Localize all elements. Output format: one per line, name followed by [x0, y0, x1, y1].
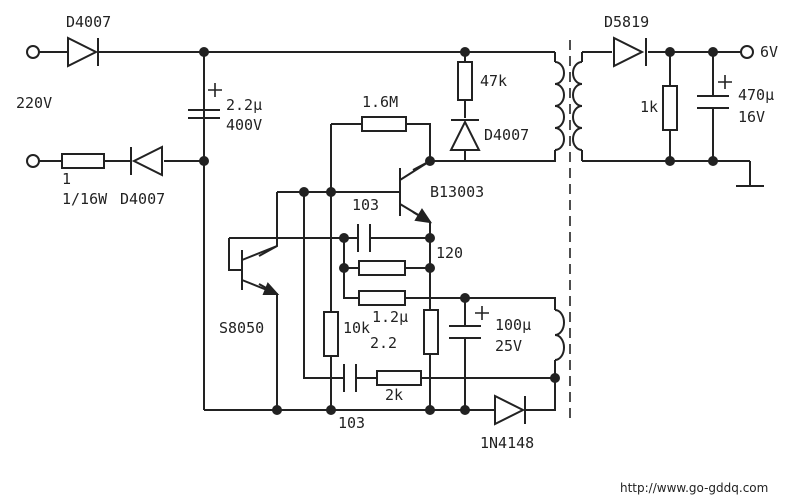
resistors	[61, 61, 678, 386]
label-103b: 103	[338, 414, 365, 432]
cap-2-2	[343, 364, 357, 392]
label-d3: D4007	[484, 126, 529, 144]
resistor-2-2	[423, 309, 439, 355]
label-fuse-r: 1	[62, 170, 71, 188]
label-2k: 2k	[385, 386, 403, 404]
label-q2: S8050	[219, 319, 264, 337]
capacitors	[188, 75, 732, 392]
label-c3-val: 470μ	[738, 86, 774, 104]
label-ac: 220V	[16, 94, 52, 112]
resistor-2k	[376, 370, 422, 386]
primary-winding	[554, 61, 565, 151]
resistor-1-6m	[361, 116, 407, 132]
cap-103a	[357, 224, 371, 252]
label-120: 120	[436, 244, 463, 262]
label-2-2: 2.2	[370, 334, 397, 352]
transformer	[554, 40, 583, 420]
resistor-1-2u	[358, 290, 406, 306]
cap-2-2u	[188, 109, 220, 119]
label-1-6m: 1.6M	[362, 93, 398, 111]
label-fuse-w: 1/16W	[62, 190, 108, 208]
transistor-q1	[399, 160, 433, 224]
label-103a: 103	[352, 196, 379, 214]
feedback-winding	[554, 309, 565, 361]
wires	[39, 51, 764, 411]
diode-d1	[67, 36, 99, 68]
label-d1: D4007	[66, 13, 111, 31]
labels: D4007 220V 2.2μ 400V 1 1/16W D4007 47k D…	[16, 13, 778, 495]
label-1k: 1k	[640, 98, 658, 116]
watermark-url: http://www.go-gddq.com	[620, 481, 768, 495]
label-out: 6V	[760, 43, 778, 61]
cap-470u	[697, 95, 729, 109]
label-c3-v: 16V	[738, 108, 765, 126]
label-q1: B13003	[430, 183, 484, 201]
diode-d5	[613, 36, 647, 68]
diode-d2	[130, 145, 163, 177]
cap-2-2u-plus	[208, 83, 222, 97]
resistor-47k	[457, 61, 473, 101]
cap-100u-plus	[475, 306, 489, 320]
label-47k: 47k	[480, 72, 507, 90]
cap-470u-plus	[718, 75, 732, 89]
resistor-10k	[323, 311, 339, 357]
secondary-winding	[572, 61, 583, 151]
transistor-q2	[241, 245, 280, 295]
ac-terminal-top	[26, 45, 40, 59]
label-d5: D5819	[604, 13, 649, 31]
label-c1-v: 400V	[226, 116, 262, 134]
ac-terminal-bottom	[26, 154, 40, 168]
label-c1-val: 2.2μ	[226, 96, 262, 114]
label-10k: 10k	[343, 319, 370, 337]
fuse-resistor	[61, 153, 105, 169]
label-d2: D4007	[120, 190, 165, 208]
diode-d4	[494, 394, 526, 426]
output-terminal	[740, 45, 754, 59]
label-1-2u: 1.2μ	[372, 308, 408, 326]
resistor-120	[358, 260, 406, 276]
label-c2-v: 25V	[495, 337, 522, 355]
label-c2-val: 100μ	[495, 316, 531, 334]
label-d4: 1N4148	[480, 434, 534, 452]
cap-100u	[449, 325, 481, 339]
resistor-1k	[662, 85, 678, 131]
terminals	[26, 45, 754, 168]
diode-d3	[449, 119, 481, 151]
